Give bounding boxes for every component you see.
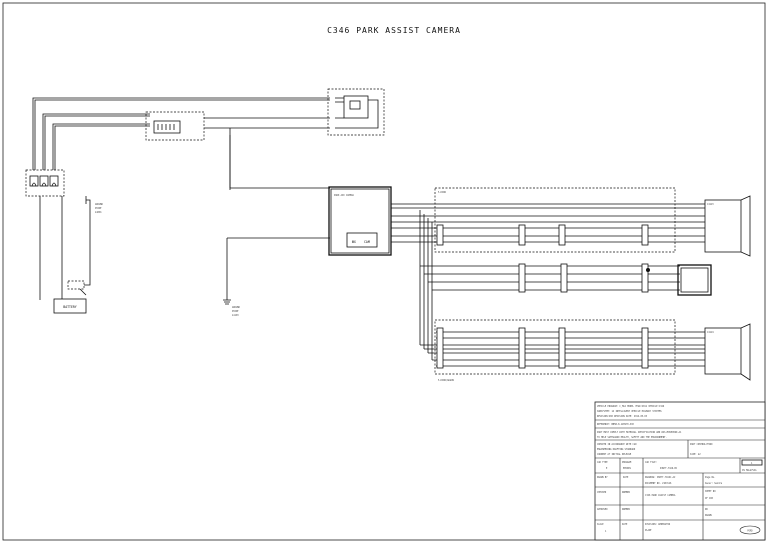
svg-text:G1103: G1103 [232,314,239,317]
tb-approved-no: NUMBER [622,508,631,511]
svg-text:POINT: POINT [232,310,239,313]
ground-symbol: GROUND POINT G1103 [223,238,241,317]
section-5door-wagon: 5-DOOR/WAGON [434,319,676,382]
tb-approved: APPROVED [597,508,608,511]
tb-scale-lbl: SCALE [597,523,604,526]
tb-scale-2: IN MALAYSIA [742,469,757,472]
section-5door-label: 5-DOOR [438,191,447,194]
tb-row5a: PART MUST COMPLY WITH MATERIAL SPECIFICA… [597,431,682,434]
tb-row4: REFERENCE: BB5B-8-12K970-XXX [597,423,635,426]
page-title: C346 PARK ASSIST CAMERA [327,26,461,35]
ford-logo [739,525,761,535]
tb-scale-val: 1 [605,530,607,533]
battery: BATTERY [53,298,87,314]
svg-text:GROUND: GROUND [95,203,104,206]
switch-module [327,88,385,136]
svg-text:C4124: C4124 [707,331,714,334]
tb-drawn-by: DRAWN BY [597,476,608,479]
park-assist-camera: ЖX CAM PARK AID CAMERA [328,186,392,256]
svg-text:G1001: G1001 [95,211,102,214]
tb-size: SIZE: A2 [690,453,701,456]
tb-sheet-val: OF 100 [705,497,714,500]
harness-5door [391,203,705,243]
tb-checked: CHECKED [597,491,607,494]
title-block: VEHICLE PROGRAM: C_MCA MODEL YEAR:2011 V… [594,401,766,541]
svg-text:POINT: POINT [95,207,102,210]
tb-cad-prog-val: EEODDS [623,467,632,470]
tb-date-col: DATE [622,523,628,526]
tb-page-no: Page No. [705,476,716,479]
junction-module [145,111,205,141]
tb-released: DIVISION: GENERATOR [645,523,671,526]
rear-camera-connector-top: C4123 [704,195,751,257]
tb-scale-1: 1 [751,462,753,465]
tb-row6b: ENGINEERING DRAFTING STANDARD [597,448,636,451]
inline-connectors-5door [436,224,649,246]
section-5door: 5-DOOR [434,187,676,253]
camera-badge: ЖX [352,240,356,244]
tb-row6c: CURRENT AT INITIAL RELEASE [597,453,632,456]
fuse-box [25,169,65,197]
camera-label: CAM [364,240,370,244]
tb-cad-type-val: E [606,467,608,470]
ford-logo-text: FORD [747,530,753,533]
tb-no-lbl: NO [705,508,708,511]
tb-doc-no: DOCUMENT NO. 21K7A16 [645,482,672,485]
tb-row6a: CREATED IN ACCORDANCE WITH CAD [597,443,637,446]
tb-drawn-lbl: DRAWN [705,514,712,517]
inline-connectors-wagon [436,327,649,369]
battery-fuse: GROUND POINT G1001 [67,196,104,296]
svg-text:GROUND: GROUND [232,306,241,309]
tb-part-control: PART CONTROL=FORD [690,443,713,446]
tb-drawing-no: DRAWING: V6B7T-7166C-A2 [645,476,676,479]
tb-sheet-lbl: SHEET NO [705,490,716,493]
harness-5door-wagon [420,331,705,367]
tb-row3: REVISION:200 REVISION DATE: 2012-05-03 [597,415,648,418]
section-5door-wagon-label: 5-DOOR/WAGON [438,379,454,382]
svg-text:PARK AID CAMERA: PARK AID CAMERA [334,194,354,197]
tb-row2: SUBSYSTEM: 14 INTELLIGENT VEHICLE HIGHWA… [597,410,662,413]
battery-label: BATTERY [63,305,77,309]
tb-cad-prog: PROGRAM [622,461,632,464]
tb-plant: PLANT [645,529,652,532]
svg-text:C4123: C4123 [707,203,714,206]
tb-row5b: TO HELP SAFEGUARD HEALTH, SAFETY AND THE… [597,436,667,439]
tb-cad-file: CAD FILE: [645,461,657,464]
tb-cad-type: CAD TYPE [597,461,608,464]
display-module [677,264,712,296]
tb-title-cell: C346 PARK ASSIST CAMERA [645,494,676,497]
rear-camera-connector-bottom: C4124 [704,323,751,381]
tb-date-lbl: DATE [623,476,629,479]
inline-connectors-mid [518,263,650,293]
tb-row1: VEHICLE PROGRAM: C_MCA MODEL YEAR:2011 V… [597,405,665,408]
tb-checked-no: NUMBER [622,491,631,494]
tb-name-block: Owner: Sandra [705,482,723,485]
tb-cad-file-val: D3W7T-7166-BC [660,467,678,470]
